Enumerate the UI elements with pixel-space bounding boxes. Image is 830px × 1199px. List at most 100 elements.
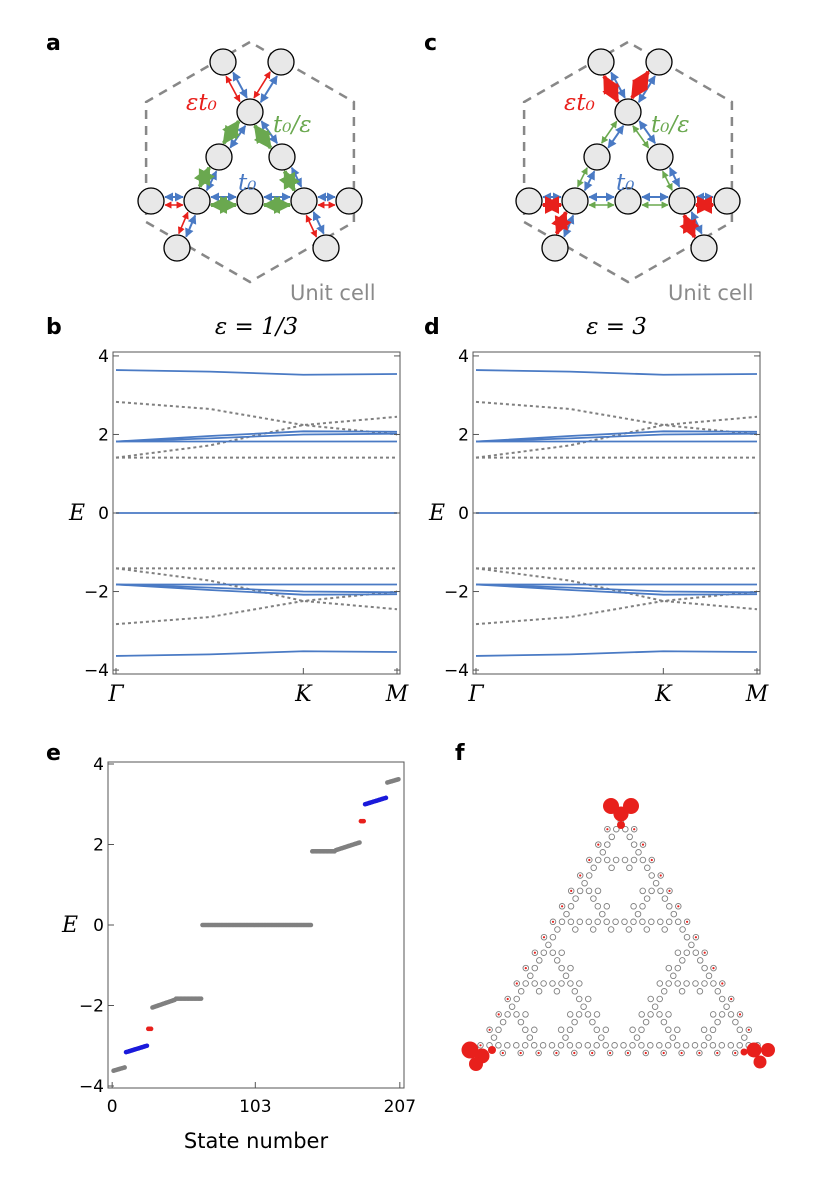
band-line [475,369,758,376]
hopping-t0-arrow [668,166,681,188]
lattice-site-marker [678,1049,685,1057]
lattice-site-marker [567,980,574,987]
hopping-eps-div-arrow [600,120,618,144]
edge-amplitude-dot [506,997,509,1001]
lattice-site-marker [539,1042,547,1049]
y-axis-label: E [61,913,78,938]
lattice-site-marker [656,995,663,1003]
lattice-site [290,187,318,215]
lattice-site-marker [643,895,651,902]
lattice-site-marker [710,980,717,987]
lattice-site-marker [647,995,654,1003]
lattice-site-marker [644,864,651,872]
lattice-site-marker [727,1042,735,1049]
plot-title: ε = 3 [586,314,647,340]
lattice-site-marker [630,856,638,864]
edge-amplitude-dot [626,1051,630,1055]
lattice-site-marker [620,1042,627,1049]
lattice-site-marker [665,1011,672,1018]
hopping-eps-div-arrow [253,124,273,150]
lattice-site-marker [648,856,656,864]
lattice-site-marker [719,980,726,987]
lattice-site-marker [513,1011,520,1018]
panel-label-c: c [424,31,437,56]
corner-state-blob [613,806,629,822]
lattice-site-marker [584,995,592,1003]
lattice-site-marker [700,1026,708,1034]
lattice-site-marker [745,1026,753,1034]
y-tick-label: −4 [79,1077,104,1097]
lattice-site-marker [642,1049,650,1057]
lattice-site [137,187,165,215]
edge-amplitude-dot [537,1051,540,1055]
edge-amplitude-dot [501,1051,504,1055]
lattice-site-marker [639,856,647,864]
lattice-site-marker [660,1018,668,1026]
edge-amplitude-dot [573,1051,576,1055]
lattice-site-marker [593,1026,601,1034]
edge-amplitude-dot [570,889,573,893]
lattice-site-marker [477,1042,484,1049]
edge-amplitude-dot [712,967,715,970]
edge-amplitude-dot [694,936,698,939]
lattice-site-marker [701,980,708,987]
lattice-site-marker [603,918,610,926]
edge-amplitude-dot [650,858,653,862]
lattice-site-marker [508,1003,516,1010]
lattice-site-marker [562,1034,569,1041]
lattice-site-marker [576,872,584,879]
lattice-site-marker [692,949,700,956]
lattice-site-marker [522,980,529,987]
lattice-site-marker [683,980,690,987]
state-point [122,1065,127,1070]
lattice-site-marker [682,1042,690,1049]
lattice-site-marker [603,856,611,864]
edge-amplitude-dot [641,843,645,846]
lattice-site-marker [723,1003,730,1010]
lattice-site-marker [661,926,668,933]
hopping-eps-div-arrow [632,125,650,149]
hopping-label-t0: t₀ [238,170,256,196]
hopping-eps-mul-arrow [225,75,241,103]
lattice-site-marker [714,1018,721,1026]
lattice-site-marker [562,972,570,980]
lattice-site-marker [598,1034,605,1041]
lattice-site-marker [657,918,664,926]
hopping-eps-mul-arrow [253,71,271,99]
lattice-site-marker [634,910,642,918]
lattice-site [690,234,718,262]
dashed-band-line [475,400,758,436]
lattice-site [614,187,642,215]
lattice-site-marker [666,887,673,895]
lattice-site [236,98,264,126]
panel-label-d: d [424,315,440,340]
lattice-site-marker [504,1011,511,1018]
edge-amplitude-dot [698,1051,701,1055]
lattice-site-marker [665,1026,672,1034]
edge-amplitude-dot [519,1051,522,1055]
lattice-site-marker [642,1018,650,1026]
edge-amplitude-dot [633,828,636,831]
hopping-label-eps-div: t₀/ε [273,112,312,138]
panel-label-a: a [46,31,61,56]
panel-label-f: f [455,741,465,766]
dashed-band-line [115,400,398,436]
lattice-site-marker [656,980,664,987]
hopping-label-eps-div: t₀/ε [651,112,690,138]
lattice-site-marker [553,957,561,964]
lattice-site-marker [553,988,561,995]
lattice-site-marker [513,995,520,1003]
lattice-site-marker [540,933,548,941]
lattice-site-marker [622,825,629,833]
lattice-site-marker [651,1003,659,1010]
corner-state-blob [753,1055,767,1069]
edge-amplitude-dot [668,889,671,893]
lattice-site-marker [536,957,543,964]
band-line [115,432,398,443]
lattice-site-marker [571,1018,578,1026]
lattice-site-marker [517,1018,525,1026]
corner-state-blob [746,1042,762,1058]
lattice-site-marker [594,903,602,910]
